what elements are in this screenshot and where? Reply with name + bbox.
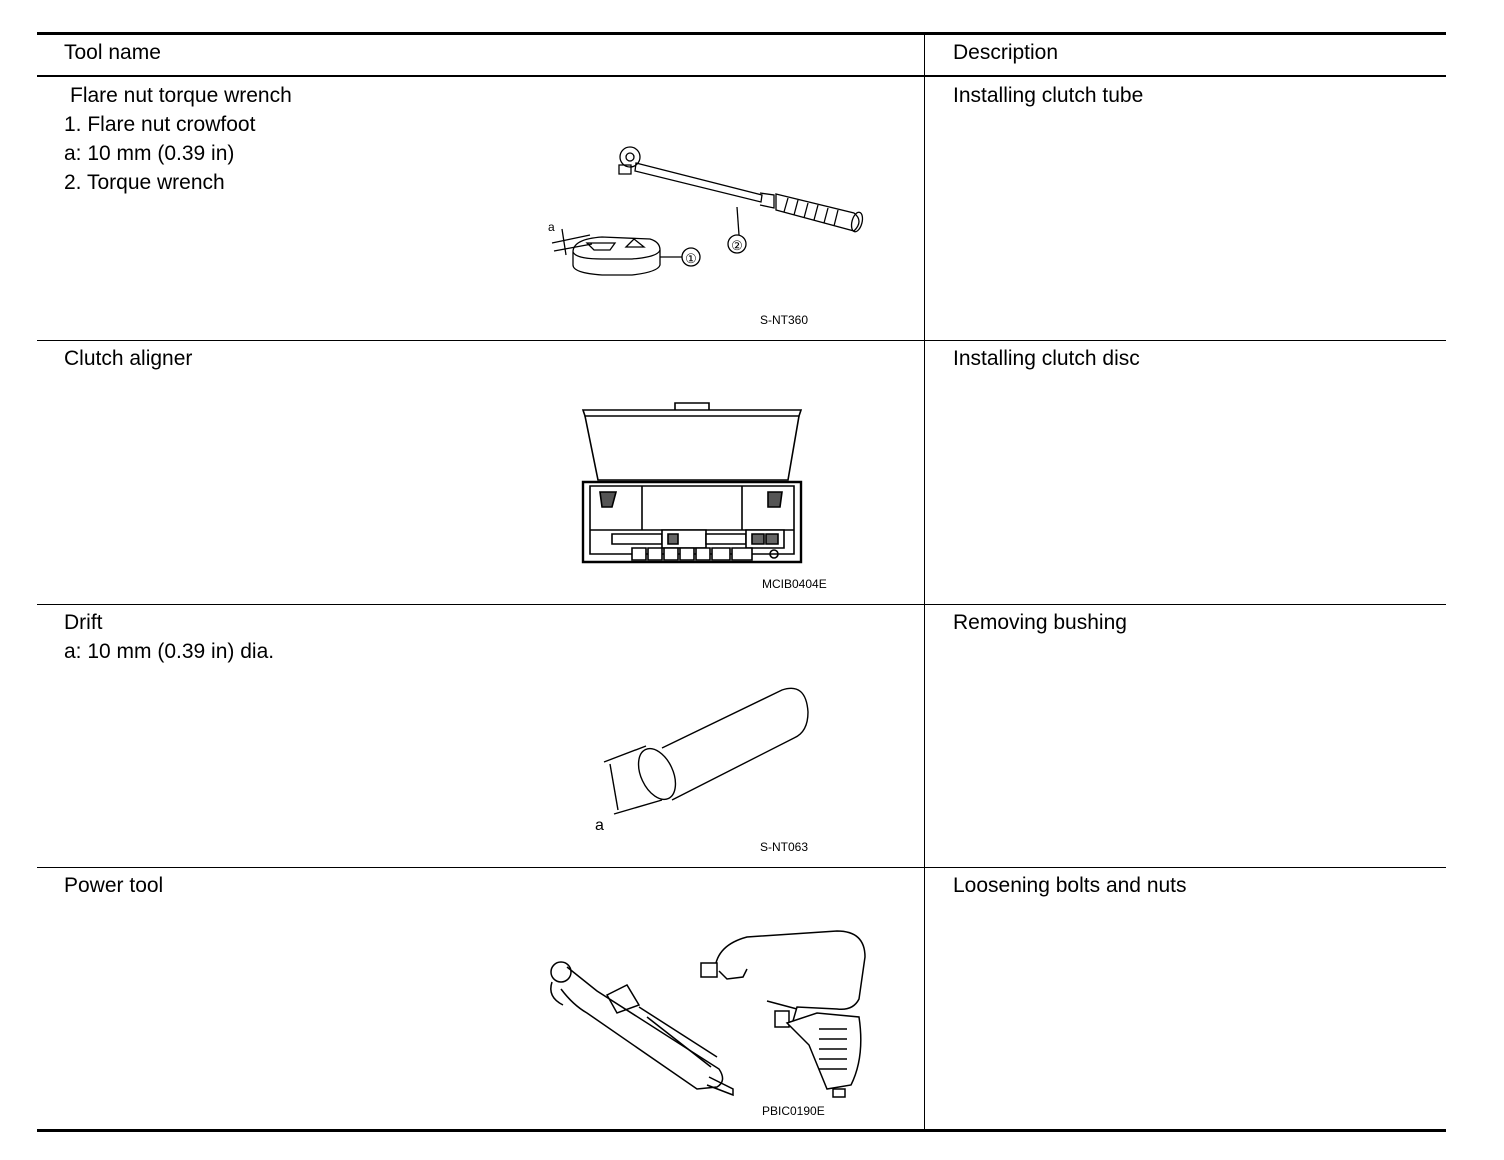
row-divider (37, 867, 1446, 868)
tool-name-drift: Drift (64, 611, 103, 634)
callout-a: a (595, 817, 604, 834)
tool-detail: 1. Flare nut crowfoot (64, 113, 256, 136)
header-rule (37, 75, 1446, 77)
figure-code: MCIB0404E (762, 577, 827, 591)
row-divider (37, 340, 1446, 341)
header-tool-name: Tool name (64, 41, 161, 64)
power-tool-illustration (547, 917, 872, 1097)
header-description: Description (953, 41, 1059, 64)
column-divider (924, 35, 925, 1129)
figure-code: S-NT063 (760, 840, 809, 854)
callout-a: a (548, 220, 555, 234)
figure-code: PBIC0190E (762, 1104, 825, 1118)
clutch-aligner-case-illustration (582, 402, 804, 572)
flare-nut-torque-wrench-illustration: ② ① a (548, 147, 872, 307)
callout-2: ② (731, 238, 743, 253)
table-top-rule (37, 32, 1446, 35)
tool-name-power-tool: Power tool (64, 874, 164, 897)
tool-name-flare-nut-torque-wrench: Flare nut torque wrench (70, 84, 292, 107)
callout-1: ① (685, 251, 697, 266)
tool-detail: a: 10 mm (0.39 in) dia. (64, 640, 275, 663)
drift-illustration: a (595, 682, 812, 834)
description-installing-clutch-tube: Installing clutch tube (953, 84, 1144, 107)
description-removing-bushing: Removing bushing (953, 611, 1127, 634)
figure-code: S-NT360 (760, 313, 809, 327)
description-installing-clutch-disc: Installing clutch disc (953, 347, 1140, 370)
tool-detail: 2. Torque wrench (64, 171, 225, 194)
tool-detail: a: 10 mm (0.39 in) (64, 142, 235, 165)
description-loosening-bolts-and-nuts: Loosening bolts and nuts (953, 874, 1187, 897)
table-bottom-rule (37, 1129, 1446, 1132)
tool-name-clutch-aligner: Clutch aligner (64, 347, 193, 370)
row-divider (37, 604, 1446, 605)
